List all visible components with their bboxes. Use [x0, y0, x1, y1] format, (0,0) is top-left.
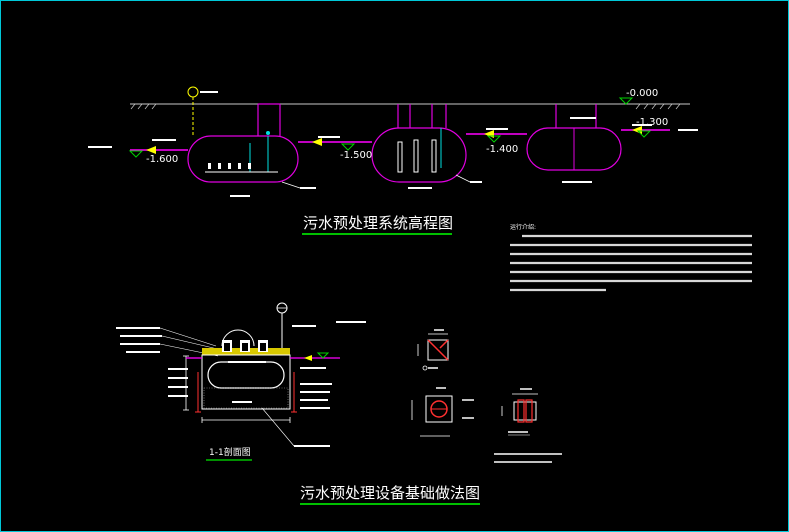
base-leader [261, 407, 295, 447]
tank-1-node [266, 131, 270, 135]
detail-square-3 [513, 401, 537, 421]
anchor-bolts [195, 372, 297, 413]
detail-square-2 [425, 395, 453, 423]
gravel-base [203, 387, 289, 409]
foundation-title: 污水预处理设备基础做法图 [300, 484, 480, 502]
elevation-title: 污水预处理系统高程图 [303, 214, 453, 232]
tank-2-leader [455, 174, 471, 183]
tank-1-outline [187, 135, 299, 183]
level-ground-text: -0.000 [626, 88, 658, 99]
ground-hatch [130, 103, 681, 110]
level-right-inlet-text: -1.300 [636, 117, 668, 128]
elevation-diagram: -0.000 -1.300 -1.600 -1.500 -1.400 污水预处理… [88, 86, 698, 235]
notes-text-lines [510, 234, 752, 292]
level-tank3-text: -1.400 [486, 144, 518, 155]
detail-drawings [411, 329, 562, 463]
manhole-dome [221, 329, 255, 347]
pipe-labels [88, 124, 698, 148]
notes-heading: 运行介绍: [510, 223, 536, 231]
vent-circle-icon [187, 86, 199, 98]
flow-arrows [146, 126, 642, 154]
section-label: 1-1剖面图 [209, 446, 251, 458]
level-markers [128, 97, 652, 158]
tank-1-leader [281, 181, 301, 189]
section-left-labels [116, 327, 188, 397]
tank-2-baffles [397, 139, 437, 173]
section-dimensions [183, 355, 291, 423]
tank-1-risers [257, 103, 281, 136]
notes-block: 运行介绍: [510, 223, 752, 292]
detail-square-1-hatch [427, 339, 449, 361]
access-openings-inner [224, 343, 266, 351]
section-flow-arrow [304, 355, 312, 361]
level-tank1-text: -1.600 [146, 154, 178, 165]
level-tank2-text: -1.500 [340, 150, 372, 161]
section-right-labels [294, 367, 332, 447]
tank-1-diffusers [208, 163, 251, 169]
tank-2-risers [397, 104, 447, 128]
section-tank [207, 361, 285, 389]
tank-2-outline [371, 127, 467, 183]
section-1-1: 1-1剖面图 [116, 302, 366, 461]
section-level-marker [316, 352, 330, 359]
pit-walls [201, 354, 291, 410]
detail-square-1 [427, 339, 449, 361]
tank-3-risers [555, 104, 597, 128]
